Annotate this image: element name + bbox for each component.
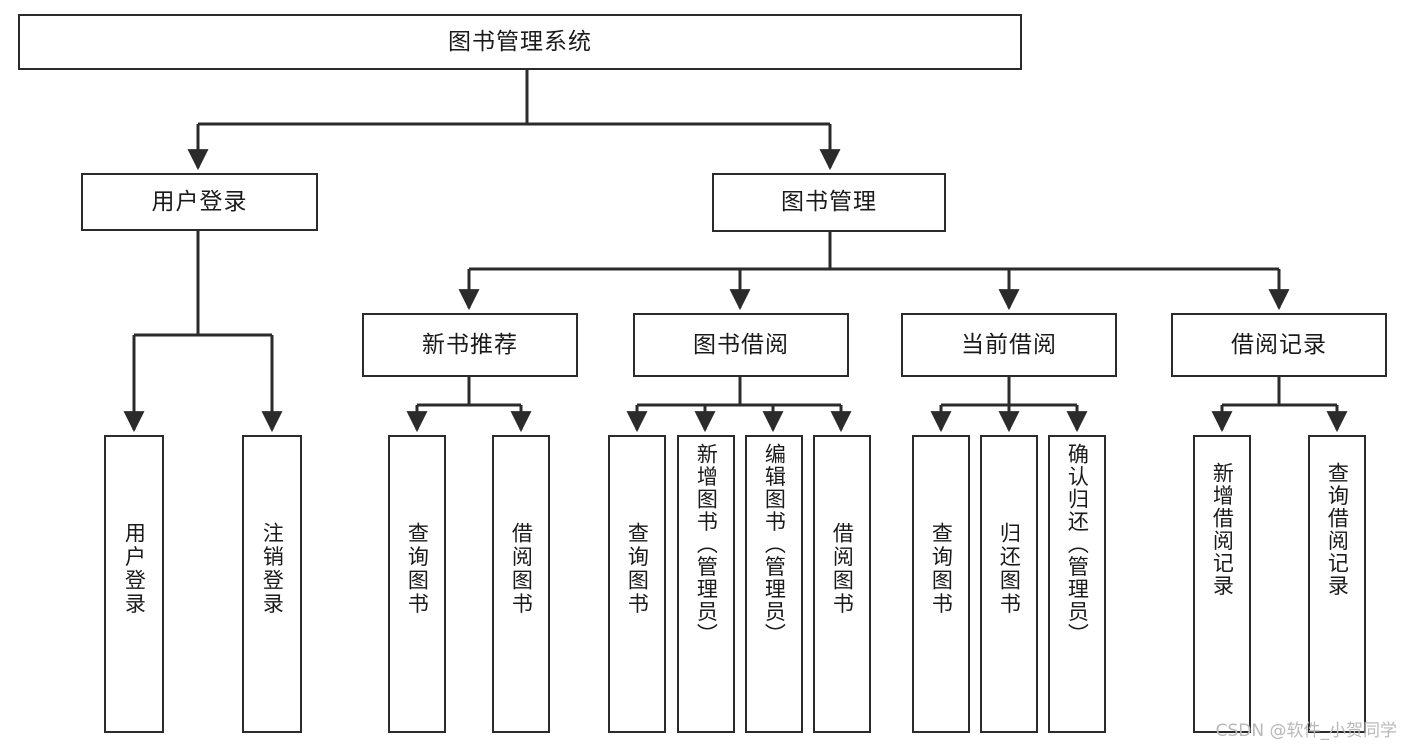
- node-new-book-recommend-label: 新书推荐: [422, 331, 518, 358]
- node-root[interactable]: 图书管理系统: [18, 14, 1022, 70]
- node-leaf-query-record-label: 查询借阅记录: [1325, 462, 1350, 597]
- node-leaf-return-book-label: 归还图书: [997, 522, 1022, 616]
- node-leaf-user-login[interactable]: 用户登录: [104, 435, 164, 733]
- node-new-book-recommend[interactable]: 新书推荐: [362, 313, 578, 377]
- node-leaf-query-book-3[interactable]: 查询图书: [912, 435, 970, 733]
- node-leaf-borrow-book-2-label: 借阅图书: [830, 522, 855, 616]
- node-borrow-record[interactable]: 借阅记录: [1171, 313, 1387, 377]
- node-user-login[interactable]: 用户登录: [81, 173, 318, 231]
- node-leaf-confirm-return[interactable]: 确认归还（管理员）: [1048, 435, 1106, 733]
- node-borrow-record-label: 借阅记录: [1231, 331, 1327, 358]
- node-leaf-edit-book-label: 编辑图书（管理员）: [762, 443, 787, 646]
- node-leaf-logout-login-label: 注销登录: [260, 522, 285, 616]
- node-current-borrow[interactable]: 当前借阅: [901, 313, 1117, 377]
- node-leaf-edit-book[interactable]: 编辑图书（管理员）: [745, 435, 803, 733]
- node-leaf-query-book-1-label: 查询图书: [405, 522, 430, 616]
- node-leaf-borrow-book-1-label: 借阅图书: [509, 522, 534, 616]
- node-leaf-add-record-label: 新增借阅记录: [1210, 462, 1235, 597]
- node-leaf-query-book-2-label: 查询图书: [625, 522, 650, 616]
- node-leaf-borrow-book-1[interactable]: 借阅图书: [492, 435, 550, 733]
- node-book-management[interactable]: 图书管理: [712, 173, 946, 232]
- node-book-borrow-label: 图书借阅: [693, 331, 789, 358]
- node-current-borrow-label: 当前借阅: [961, 331, 1057, 358]
- node-leaf-add-book[interactable]: 新增图书（管理员）: [677, 435, 735, 733]
- node-leaf-add-record[interactable]: 新增借阅记录: [1193, 435, 1251, 733]
- watermark-text: CSDN @软件_小贺同学: [1215, 721, 1397, 741]
- node-leaf-user-login-label: 用户登录: [122, 522, 147, 616]
- node-leaf-query-book-2[interactable]: 查询图书: [608, 435, 666, 733]
- node-leaf-borrow-book-2[interactable]: 借阅图书: [813, 435, 871, 733]
- node-leaf-logout-login[interactable]: 注销登录: [242, 435, 302, 733]
- node-root-label: 图书管理系统: [448, 28, 592, 55]
- node-leaf-query-book-1[interactable]: 查询图书: [388, 435, 446, 733]
- node-leaf-query-record[interactable]: 查询借阅记录: [1308, 435, 1366, 733]
- node-leaf-add-book-label: 新增图书（管理员）: [694, 443, 719, 646]
- node-leaf-confirm-return-label: 确认归还（管理员）: [1065, 443, 1090, 646]
- node-user-login-label: 用户登录: [151, 188, 248, 215]
- node-book-management-label: 图书管理: [781, 189, 877, 215]
- node-book-borrow[interactable]: 图书借阅: [633, 313, 849, 377]
- node-leaf-query-book-3-label: 查询图书: [929, 522, 954, 616]
- node-leaf-return-book[interactable]: 归还图书: [980, 435, 1038, 733]
